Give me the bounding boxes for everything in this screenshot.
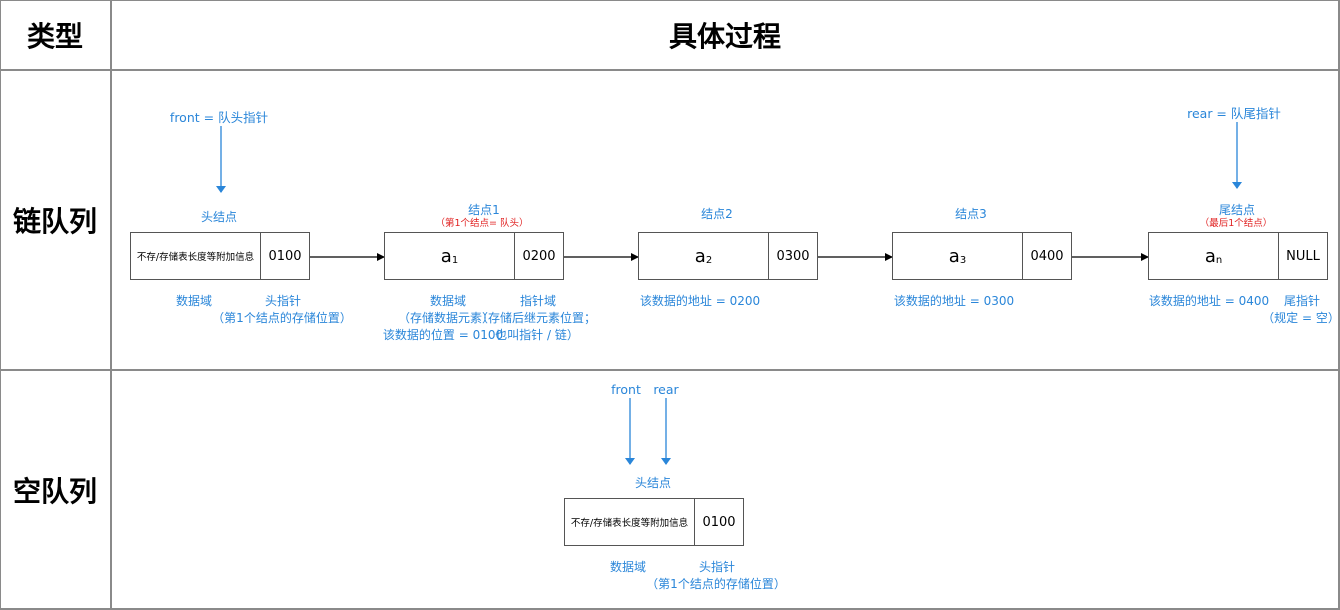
tail-node-pointer-note: （规定 = 空）	[1262, 311, 1340, 325]
node1-data-value: a	[440, 245, 452, 267]
node1-subtitle: （第1个结点= 队头）	[435, 218, 529, 229]
empty-head-node: 不存/存储表长度等附加信息 0100	[564, 498, 744, 546]
empty-rear-label: rear	[653, 382, 679, 397]
node3-title: 结点3	[955, 207, 987, 221]
tail-node-address-note: 该数据的地址 = 0400	[1148, 294, 1270, 308]
tail-node-data-value: a	[1204, 245, 1216, 267]
grid-right	[1338, 0, 1340, 610]
node2-pointer-field: 0300	[776, 248, 810, 264]
head-node-data-field: 不存/存储表长度等附加信息	[131, 233, 261, 279]
node1-data-caption: 数据域	[429, 294, 467, 308]
node3-data-subscript: 3	[959, 254, 967, 266]
front-pointer-label: front = 队头指针	[169, 110, 269, 125]
head-node-data-caption: 数据域	[175, 294, 213, 308]
head-node-pointer-caption: 头指针	[264, 294, 302, 308]
header-process: 具体过程	[668, 20, 781, 53]
grid-top	[0, 0, 1340, 1]
rear-pointer-arrowhead	[1232, 182, 1242, 189]
node1-data-note: （存储数据元素）	[397, 311, 495, 325]
rear-pointer-label: rear = 队尾指针	[1187, 106, 1281, 121]
grid-left	[0, 0, 1, 610]
grid-row-divider	[0, 369, 1340, 371]
empty-front-pointer-arrowhead	[625, 458, 635, 465]
node2-data-subscript: 2	[705, 254, 713, 266]
grid-bottom	[0, 608, 1340, 610]
node3-pointer-field: 0400	[1030, 248, 1064, 264]
tail-node-title: 尾结点	[1218, 203, 1256, 217]
tail-node-pointer-field: NULL	[1286, 248, 1320, 264]
node3-address-note: 该数据的地址 = 0300	[893, 294, 1015, 308]
empty-head-node-pointer-caption: 头指针	[698, 560, 736, 574]
head-node-pointer-field: 0100	[268, 248, 302, 264]
empty-head-node-title: 头结点	[634, 476, 672, 490]
head-node: 不存/存储表长度等附加信息 0100	[130, 232, 310, 280]
node2-title: 结点2	[701, 207, 733, 221]
empty-front-label: front	[611, 382, 641, 397]
node2-data-value: a	[694, 245, 706, 267]
header-type: 类型	[26, 20, 83, 53]
head-node-pointer-note: （第1个结点的存储位置）	[212, 311, 352, 325]
row-label-linked-queue: 链队列	[12, 205, 97, 238]
empty-head-node-pointer-note: （第1个结点的存储位置）	[646, 577, 786, 591]
node1-data-subscript: 1	[451, 254, 459, 266]
empty-head-node-data-caption: 数据域	[609, 560, 647, 574]
tail-node-subtitle: （最后1个结点）	[1199, 218, 1273, 229]
empty-head-node-data-field: 不存/存储表长度等附加信息	[565, 499, 695, 545]
node1-pointer-note: （存储后继元素位置；	[475, 311, 597, 325]
node1-pointer-note-2: 也叫指针 / 链）	[495, 328, 579, 342]
tail-node-data-subscript: n	[1215, 254, 1223, 266]
tail-node-pointer-caption: 尾指针	[1283, 294, 1321, 308]
row-label-empty-queue: 空队列	[12, 474, 97, 508]
node2-address-note: 该数据的地址 = 0200	[639, 294, 761, 308]
empty-rear-pointer-arrowhead	[661, 458, 671, 465]
empty-head-node-pointer-field: 0100	[702, 514, 736, 530]
node1-title: 结点1	[468, 203, 500, 217]
node1-address-note: 该数据的位置 = 0100	[382, 328, 504, 342]
node1-pointer-caption: 指针域	[519, 294, 557, 308]
grid-header-bottom	[0, 69, 1340, 71]
node1-pointer-field: 0200	[522, 248, 556, 264]
front-pointer-arrowhead	[216, 186, 226, 193]
node3-data-value: a	[948, 245, 960, 267]
grid-col-divider	[110, 0, 112, 610]
head-node-title: 头结点	[200, 210, 238, 224]
